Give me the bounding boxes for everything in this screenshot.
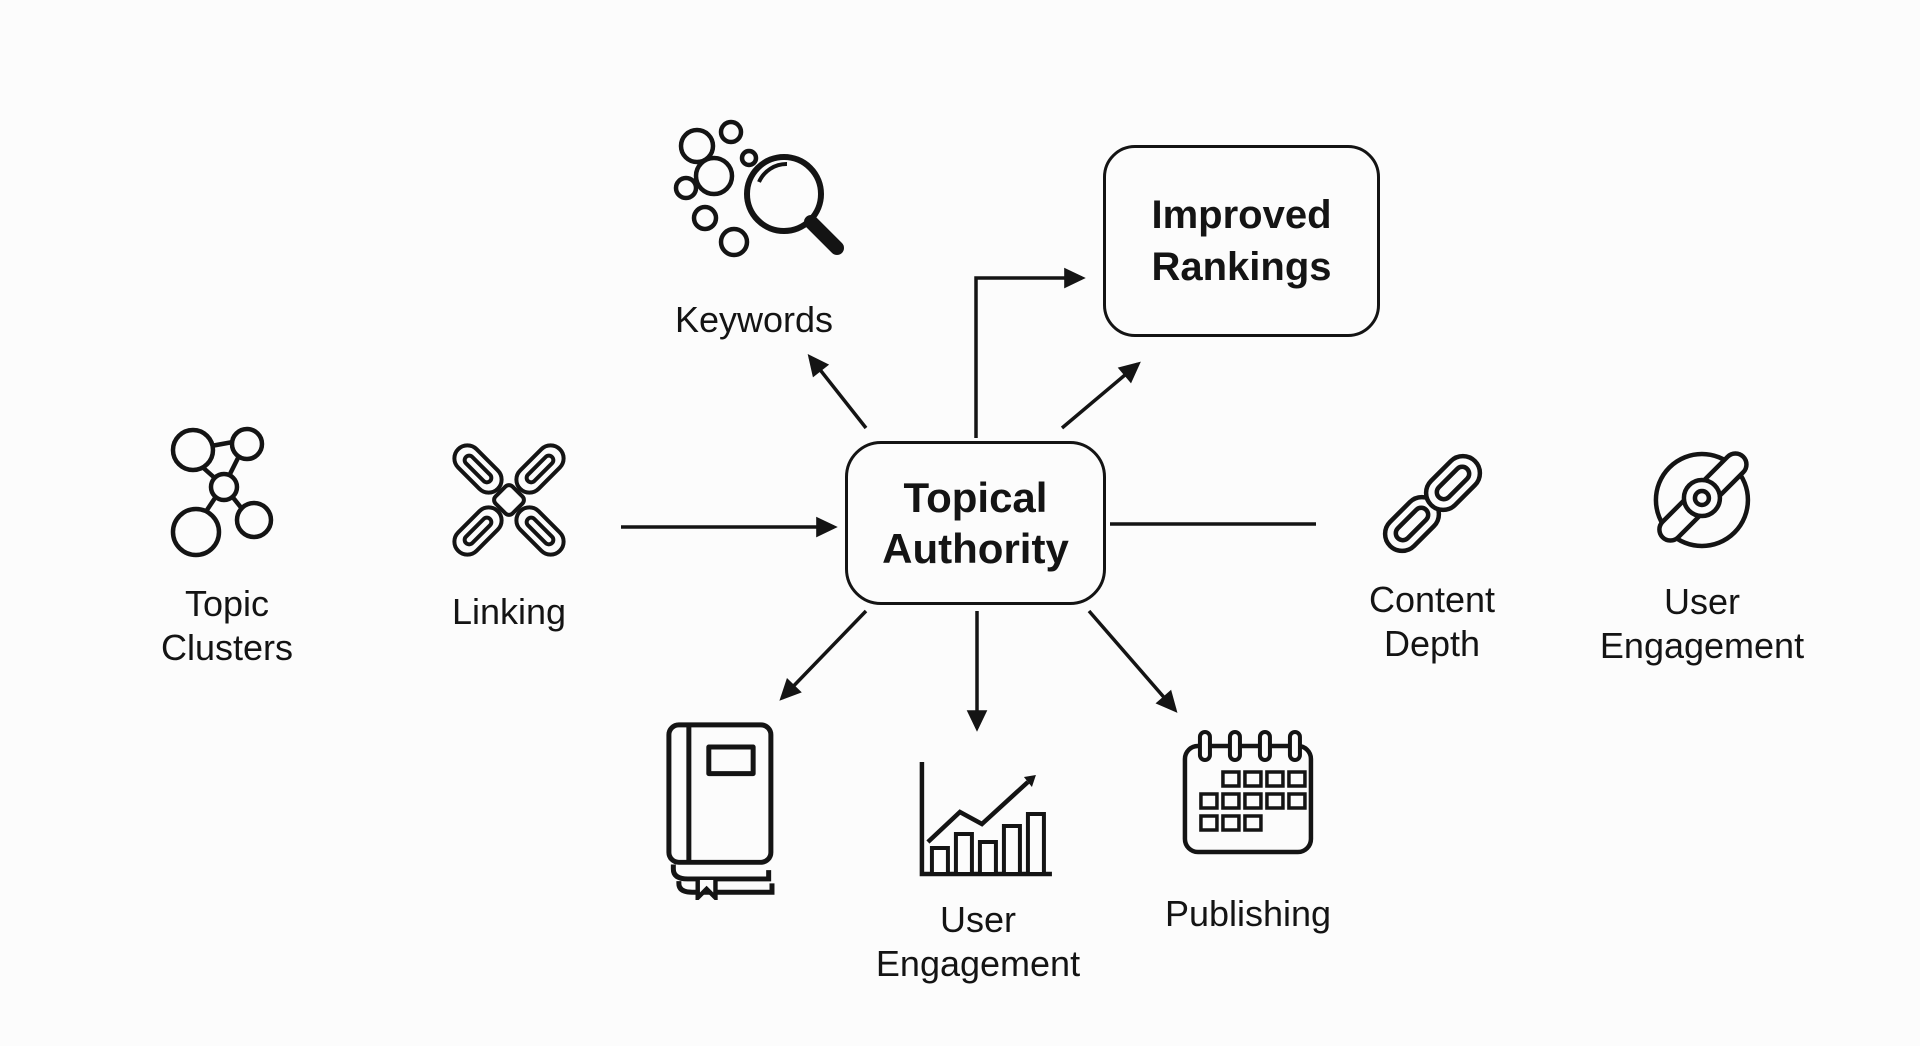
node-publishing: Publishing [1165,726,1331,936]
topical-authority-line2: Authority [882,525,1069,572]
node-topic-clusters: Topic Clusters [161,420,293,671]
arrow-center-to-improved-rankings-diagonal [1060,361,1141,430]
node-user-engagement-bottom-label: User Engagement [875,899,1081,985]
bubble-cluster-icon [161,420,293,572]
node-content-depth-label: Content Depth [1368,579,1496,665]
node-publishing-label: Publishing [1164,893,1332,934]
improved-rankings-line2: Rankings [1151,245,1332,289]
node-linking: Linking [439,430,579,634]
target-wrench-icon [1630,426,1774,570]
book-icon [651,716,791,904]
arrow-center-to-book [779,609,868,701]
magnifier-bubbles-icon [659,116,849,286]
node-book [651,716,791,904]
node-keywords-label: Keywords [674,299,834,340]
node-topic-clusters-label: Topic Clusters [160,583,294,669]
improved-rankings-line1: Improved [1151,193,1332,237]
bar-chart-growth-icon [902,754,1054,888]
node-linking-label: Linking [451,591,567,632]
node-user-engagement-right-label: User Engagement [1599,581,1805,667]
chain-link-icon [1366,436,1498,568]
chain-cross-icon [439,430,579,570]
topical-authority-line1: Topical [903,473,1048,521]
improved-rankings-node: Improved Rankings [1103,145,1380,337]
node-keywords: Keywords [659,116,849,342]
node-user-engagement-bottom: User Engagement [876,754,1080,987]
arrow-center-to-improved-rankings-elbow [974,267,1086,438]
node-user-engagement-right: User Engagement [1600,426,1804,669]
arrow-center-to-publishing [1087,609,1178,713]
topical-authority-node: Topical Authority [845,441,1106,605]
arrow-center-to-keywords [807,354,868,430]
node-content-depth: Content Depth [1366,436,1498,667]
calendar-icon [1177,726,1319,862]
